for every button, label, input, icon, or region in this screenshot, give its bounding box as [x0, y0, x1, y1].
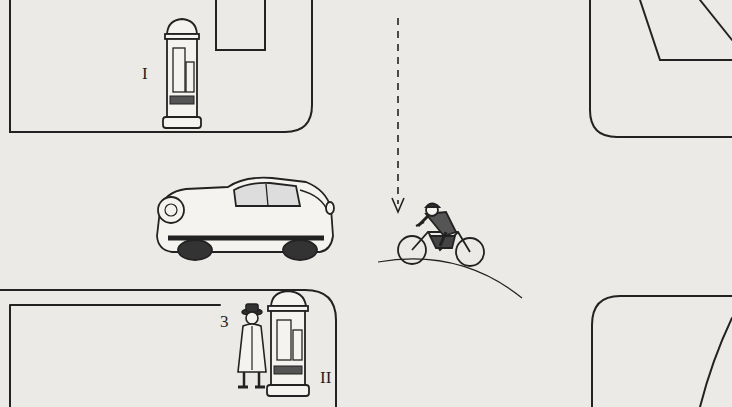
building-bottom-right: [700, 318, 732, 407]
curb-bottom-left: [0, 290, 336, 407]
poster: [274, 366, 302, 374]
building-bottom-left: [10, 305, 220, 407]
rider-arm: [418, 216, 428, 226]
rider-head: [426, 204, 438, 216]
curb-top-left: [10, 0, 312, 132]
rider-leg: [440, 232, 446, 246]
car: [157, 178, 334, 260]
window-post: [266, 184, 268, 206]
advertising-column: [267, 291, 309, 396]
column-body: [271, 311, 305, 385]
poster: [277, 320, 291, 360]
track-curve: [378, 259, 522, 298]
coat-seam: [251, 326, 252, 370]
poster: [170, 96, 194, 104]
hood-line: [300, 190, 328, 212]
hat: [246, 304, 258, 312]
motorcyclist: [398, 204, 484, 267]
dashed-arrow: [397, 18, 399, 204]
poster: [186, 62, 194, 92]
column-cap: [271, 291, 306, 306]
poster: [293, 330, 302, 360]
building-top-right: [640, 0, 732, 60]
curb-bottom-right: [592, 296, 732, 407]
callout-number: II: [318, 368, 333, 387]
headlamp: [326, 202, 334, 214]
pedestrian: [238, 304, 266, 387]
rider-cap: [426, 204, 439, 208]
column-base: [163, 117, 201, 128]
callout-number: 3: [218, 312, 231, 331]
head: [246, 312, 258, 324]
legs: [244, 372, 259, 386]
advertising-column: [163, 19, 201, 128]
curb-top-right: [590, 0, 732, 137]
column-base: [267, 385, 309, 396]
car-window: [234, 183, 300, 206]
building-top-left: [216, 0, 265, 50]
column-body: [167, 39, 197, 117]
spare-wheel: [158, 197, 184, 223]
arrowhead: [392, 198, 404, 212]
coat: [238, 324, 266, 372]
poster: [173, 48, 185, 92]
wheel: [178, 240, 212, 260]
path-of-cyclist: [378, 18, 522, 298]
column-cap: [167, 19, 197, 34]
wheel: [283, 240, 317, 260]
shoes: [238, 386, 265, 389]
spare-hub: [165, 204, 177, 216]
frame: [412, 232, 470, 252]
callout-number: I: [140, 64, 150, 83]
